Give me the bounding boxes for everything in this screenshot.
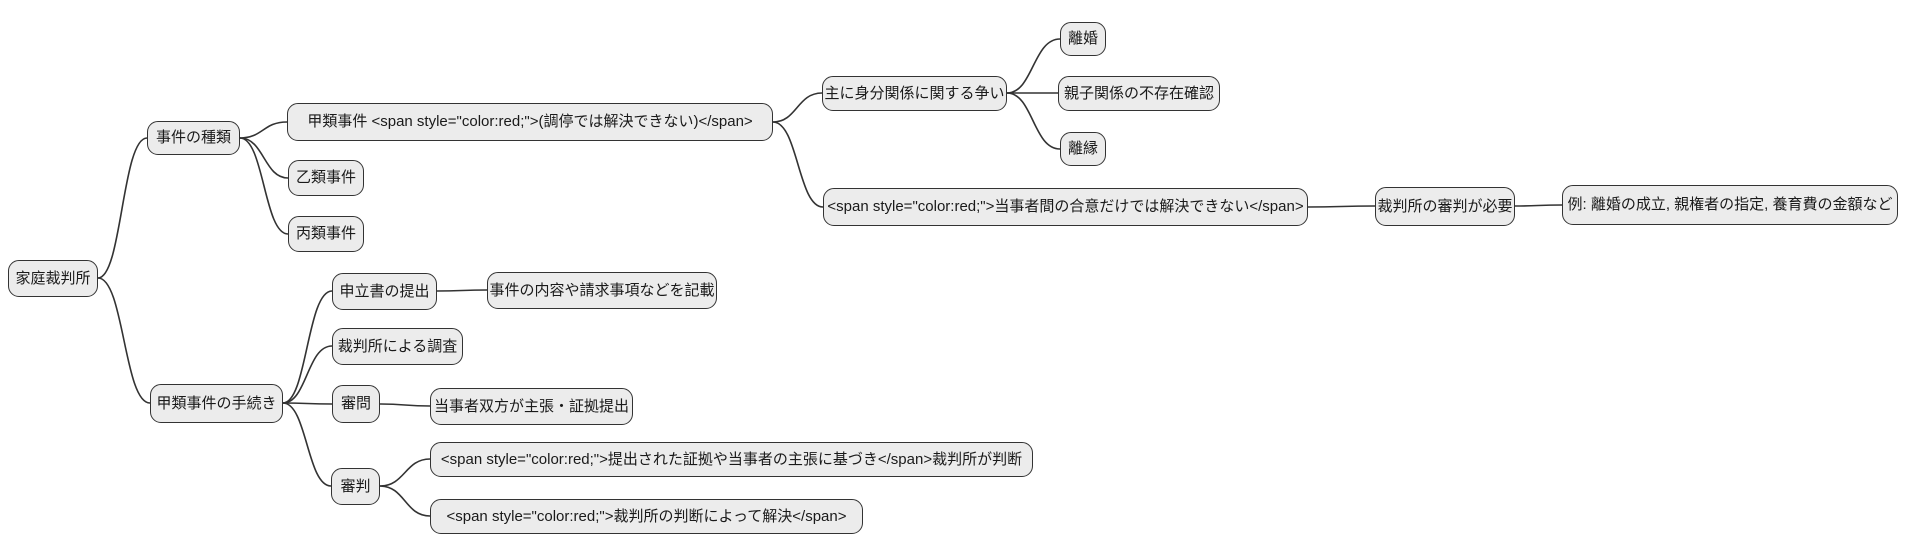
node-case-types: 事件の種類 [147,121,240,155]
node-hearing: 審問 [332,385,380,423]
edge-case-types-otsu-cases [239,137,289,179]
edge-kou-procedure-petition [282,290,333,404]
edge-kou-procedure-court-investigation [282,345,333,404]
edge-status-disputes-divorce [1006,38,1061,94]
node-parties-claims: 当事者双方が主張・証拠提出 [430,388,633,425]
edge-kou-cases-status-disputes [772,92,823,123]
node-kou-procedure: 甲類事件の手続き [150,384,283,423]
node-no-agreement: <span style="color:red;">当事者間の合意だけでは解決でき… [823,188,1308,226]
edge-ruling-court-decides [379,458,431,487]
node-ruling-required: 裁判所の審判が必要 [1375,187,1515,226]
node-kou-cases: 甲類事件 <span style="color:red;">(調停では解決できな… [287,103,773,141]
node-family-court: 家庭裁判所 [8,260,98,297]
node-court-decides: <span style="color:red;">提出された証拠や当事者の主張に… [430,442,1033,477]
edge-kou-procedure-ruling [282,402,332,487]
node-adoption-dissolution: 離縁 [1060,132,1106,166]
node-petition: 申立書の提出 [332,273,437,310]
node-hei-cases: 丙類事件 [288,216,364,252]
node-court-investigation: 裁判所による調査 [332,328,463,365]
node-status-disputes: 主に身分関係に関する争い [822,76,1007,111]
edge-petition-petition-contents [436,289,488,292]
edge-kou-procedure-hearing [282,402,333,405]
edge-hearing-parties-claims [379,403,431,407]
edge-ruling-resolution [379,485,431,517]
node-examples: 例: 離婚の成立, 親権者の指定, 養育費の金額など [1562,185,1898,225]
node-resolution: <span style="color:red;">裁判所の判断によって解決</s… [430,499,863,534]
edge-case-types-hei-cases [239,137,289,235]
edge-kou-cases-no-agreement [772,121,824,208]
edge-ruling-required-examples [1514,204,1563,207]
node-petition-contents: 事件の内容や請求事項などを記載 [487,272,717,309]
node-parentage-denial: 親子関係の不存在確認 [1058,76,1220,111]
edge-root-kou-procedure [97,277,151,404]
node-otsu-cases: 乙類事件 [288,160,364,196]
edge-status-disputes-adoption-dissolution [1006,92,1061,150]
edge-case-types-kou-cases [239,121,288,139]
node-ruling: 審判 [331,468,380,505]
edge-root-case-types [97,137,148,279]
node-divorce: 離婚 [1060,22,1106,56]
edge-no-agreement-ruling-required [1307,205,1376,208]
